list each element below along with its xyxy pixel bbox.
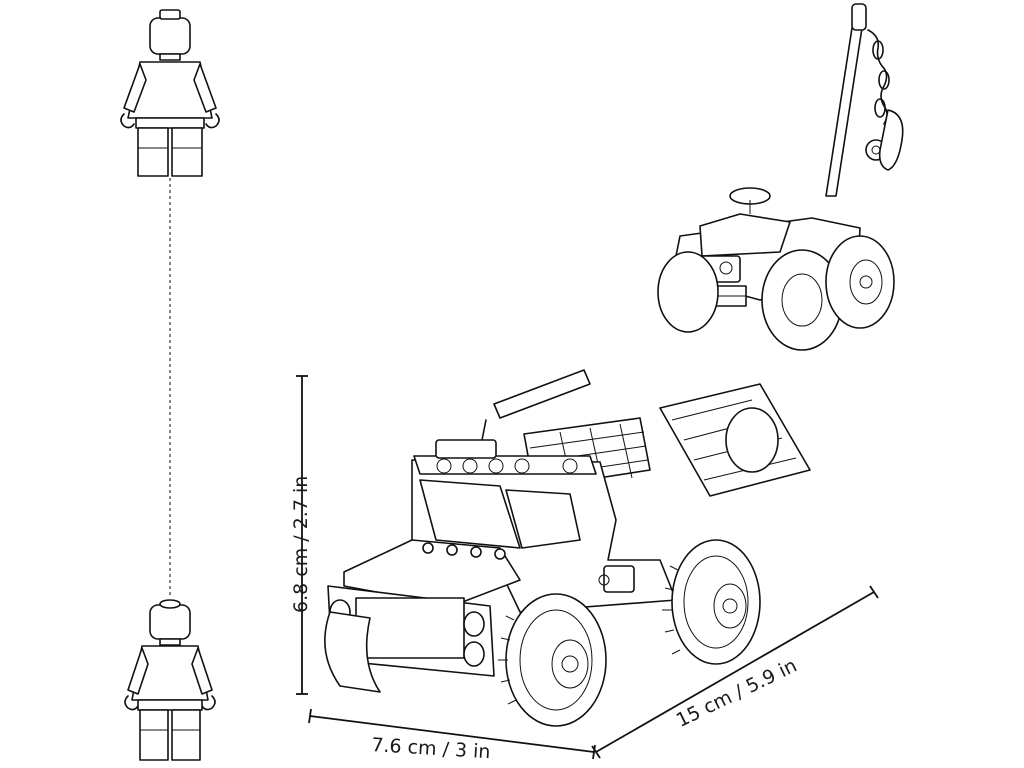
height-dimension bbox=[296, 375, 308, 695]
width-dimension bbox=[308, 708, 596, 760]
off-road-truck-icon bbox=[324, 369, 811, 727]
minifigure-top-icon bbox=[120, 9, 220, 177]
height-label: 6.8 cm / 2.7 in bbox=[290, 475, 312, 613]
tow-buggy-icon bbox=[657, 3, 904, 351]
minifigure-bottom-icon bbox=[124, 599, 216, 761]
length-dimension bbox=[591, 585, 879, 759]
